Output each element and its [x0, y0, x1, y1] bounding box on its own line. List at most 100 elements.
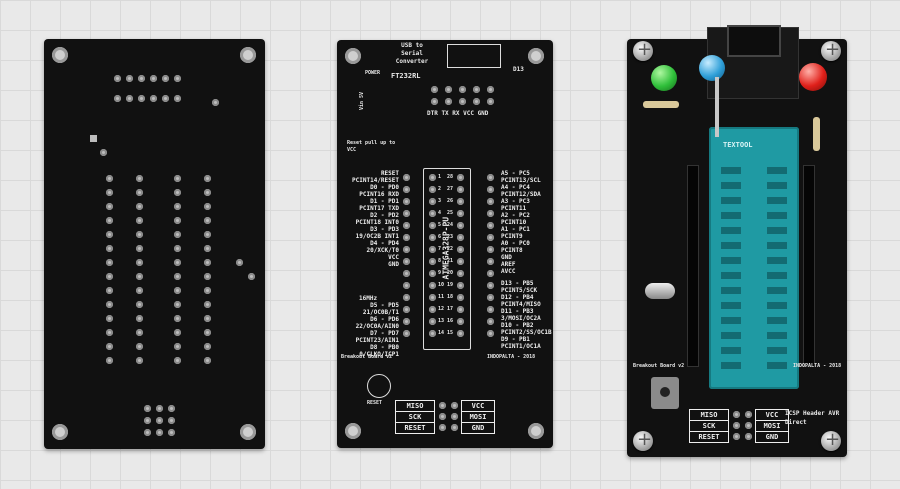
solder-pad: [136, 343, 143, 350]
solder-pad: [136, 273, 143, 280]
zif-slot: [721, 272, 741, 279]
pin-label: D9 - PB1: [501, 336, 530, 343]
usb-header-footprint: [447, 44, 501, 68]
solder-pad: [174, 329, 181, 336]
zif-slot: [767, 332, 787, 339]
pad: [403, 270, 410, 277]
solder-pad: [168, 429, 175, 436]
pin-label: PCINT16 RXD: [359, 191, 399, 198]
zif-slot: [767, 317, 787, 324]
solder-pad: [136, 315, 143, 322]
pin-label: D13 - PB5: [501, 280, 534, 287]
zif-slot: [721, 212, 741, 219]
solder-pad: [106, 259, 113, 266]
pin-number: 25: [447, 210, 454, 216]
pad: [487, 174, 494, 181]
zif-slot: [721, 362, 741, 369]
zif-slot: [767, 197, 787, 204]
pin-label: PCINT10: [501, 219, 527, 226]
pad: [431, 86, 438, 93]
pad: [445, 86, 452, 93]
pad: [457, 222, 464, 229]
pin-label: A0 - PC0: [501, 240, 530, 247]
isp-pad: [733, 411, 740, 418]
isp-pad: [451, 413, 458, 420]
reset-button-footprint: [367, 374, 391, 398]
zif-slot: [721, 287, 741, 294]
zif-lever: [715, 77, 719, 137]
solder-pad: [174, 287, 181, 294]
pad: [457, 282, 464, 289]
green-led: [651, 65, 677, 91]
solder-pad: [150, 75, 157, 82]
pin-number: 9: [438, 270, 442, 276]
pad: [429, 330, 436, 337]
isp-pad: [733, 433, 740, 440]
solder-pad: [136, 357, 143, 364]
solder-pad: [174, 273, 181, 280]
pad: [403, 210, 410, 217]
pad: [429, 234, 436, 241]
pad: [487, 86, 494, 93]
solder-pad: [204, 357, 211, 364]
pin-label: PCINT11: [501, 205, 527, 212]
isp-pad: [745, 411, 752, 418]
isp-pad: [451, 424, 458, 431]
solder-pad: [204, 189, 211, 196]
pin-label: D1 - PD1: [370, 198, 399, 205]
zif-slot: [767, 362, 787, 369]
pad: [429, 306, 436, 313]
solder-pad: [126, 95, 133, 102]
pin-number: 8: [438, 258, 442, 264]
pad: [429, 294, 436, 301]
zif-slot: [721, 347, 741, 354]
zif-slot: [721, 302, 741, 309]
zif-slot: [767, 167, 787, 174]
solder-pad: [204, 175, 211, 182]
pad: [457, 246, 464, 253]
solder-pad: [204, 217, 211, 224]
pin-number: 22: [447, 246, 454, 252]
mcu-footprint: [423, 168, 471, 350]
pin-label: 20/XCK/T0: [366, 247, 399, 254]
pad: [473, 98, 480, 105]
pad: [487, 186, 494, 193]
screw: [821, 429, 841, 451]
pin-label: 22/OC0A/AIN0: [355, 323, 399, 330]
serial-pins-label: DTR TX RX VCC GND: [427, 110, 489, 117]
solder-pad: [174, 231, 181, 238]
pcb-back-side: [44, 39, 265, 449]
pad: [403, 306, 410, 313]
pad: [457, 306, 464, 313]
solder-pad: [204, 203, 211, 210]
pad: [457, 186, 464, 193]
pad: [487, 234, 494, 241]
usb-connector: [727, 25, 781, 57]
pad: [487, 282, 494, 289]
pin-label: A1 - PC1: [501, 226, 530, 233]
pin-number: 21: [447, 258, 454, 264]
solder-pad: [150, 95, 157, 102]
zif-slot: [721, 332, 741, 339]
solder-pad: [162, 75, 169, 82]
mount-hole: [240, 47, 256, 63]
pad: [487, 330, 494, 337]
red-led: [799, 63, 827, 91]
solder-pad: [106, 245, 113, 252]
solder-pad: [106, 343, 113, 350]
solder-pad: [136, 245, 143, 252]
isp-pad: [733, 422, 740, 429]
zif-slot: [767, 272, 787, 279]
isp-label-left: RESET: [689, 431, 729, 443]
solder-pad: [136, 301, 143, 308]
solder-pad: [138, 95, 145, 102]
pin-label: PCINT4/MISO: [501, 301, 541, 308]
pin-label: D8 - PB0: [370, 344, 399, 351]
pin-label: D7 - PD7: [370, 330, 399, 337]
pad: [403, 318, 410, 325]
pin-label: A5 - PC5: [501, 170, 530, 177]
crystal-label: 16MHz: [359, 295, 378, 302]
pin-label: D4 - PD4: [370, 240, 399, 247]
solder-pad: [168, 405, 175, 412]
pad: [457, 198, 464, 205]
